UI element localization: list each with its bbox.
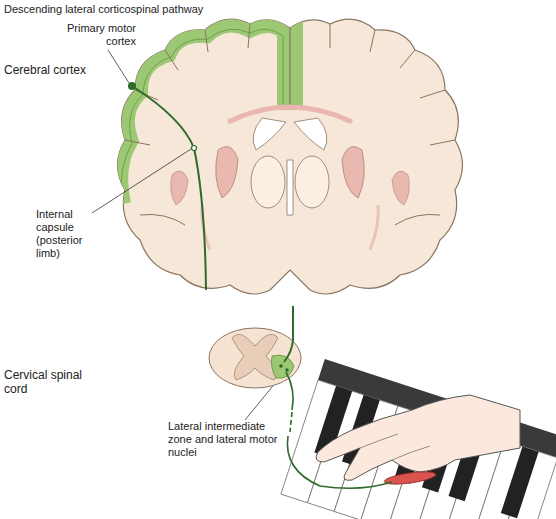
part-label: Internal capsule (posterior limb) bbox=[36, 208, 94, 260]
spinal-cord-section bbox=[209, 306, 392, 488]
leader-line bbox=[92, 149, 191, 213]
hand bbox=[316, 395, 520, 487]
part-label: Lateral intermediate zone and lateral mo… bbox=[168, 420, 278, 459]
diagram-title: Descending lateral corticospinal pathway bbox=[4, 3, 304, 16]
part-label: Primary motor cortex bbox=[60, 22, 136, 48]
region-label: Cervical spinal cord bbox=[4, 368, 84, 396]
brain-section bbox=[115, 19, 462, 294]
region-label: Cerebral cortex bbox=[4, 63, 124, 77]
leader-line bbox=[108, 50, 129, 83]
piano-keyboard bbox=[281, 359, 556, 519]
